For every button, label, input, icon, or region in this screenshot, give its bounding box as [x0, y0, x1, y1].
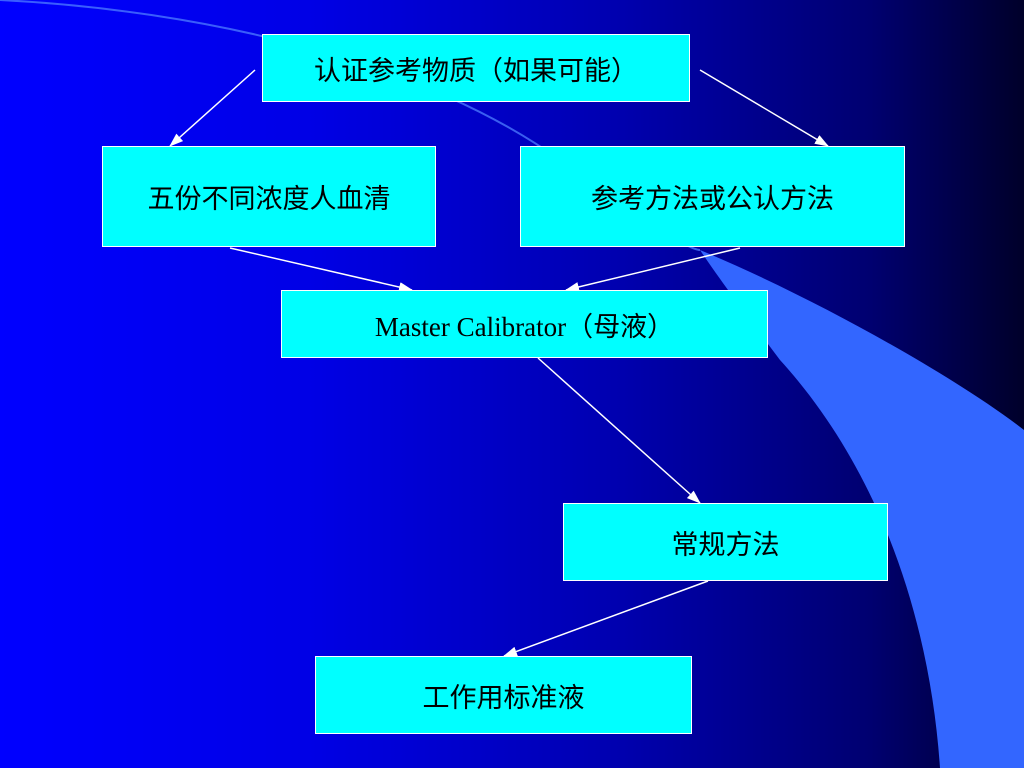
node-working-standard: 工作用标准液: [315, 656, 692, 734]
node-serum-label: 五份不同浓度人血清: [147, 184, 391, 215]
node-crm-label: 认证参考物质（如果可能）: [314, 55, 638, 87]
arrow-routine-to-working: [503, 580, 709, 657]
node-working-standard-label: 工作用标准液: [422, 682, 585, 714]
arrow-serum-to-master: [229, 247, 413, 292]
arrow-ref-method-to-master: [565, 247, 741, 292]
decorative-swoosh: [700, 250, 1024, 768]
node-routine-method-label: 常规方法: [671, 529, 780, 561]
node-crm: 认证参考物质（如果可能）: [262, 34, 690, 102]
node-ref-method: 参考方法或公认方法: [520, 146, 905, 247]
node-master-calibrator-label: Master Calibrator（母液）: [374, 311, 675, 342]
arrow-master-to-routine: [537, 357, 701, 504]
arrow-crm-to-serum: [169, 69, 256, 147]
node-ref-method-label: 参考方法或公认方法: [591, 184, 834, 215]
node-master-calibrator: Master Calibrator（母液）: [281, 290, 768, 358]
node-routine-method: 常规方法: [563, 503, 888, 581]
arrow-crm-to-ref-method: [699, 69, 829, 147]
node-serum: 五份不同浓度人血清: [102, 146, 436, 247]
